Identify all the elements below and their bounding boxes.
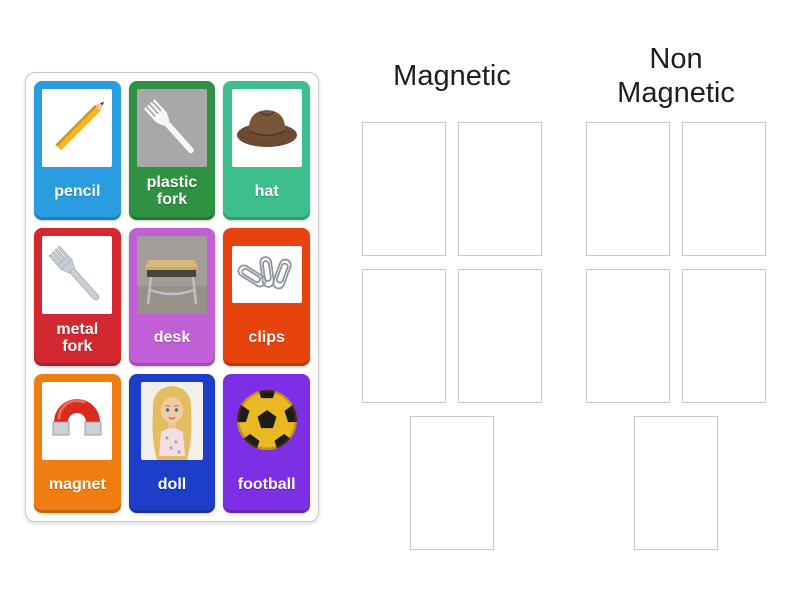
drop-slot[interactable] [634, 416, 718, 550]
card-figure [231, 236, 302, 314]
football-photo [232, 382, 302, 460]
drop-slot[interactable] [458, 269, 542, 403]
slot-grid [586, 122, 766, 550]
card-figure [231, 382, 302, 460]
card-label: desk [153, 329, 191, 347]
card-clips[interactable]: clips [223, 227, 310, 367]
doll-photo [140, 382, 203, 461]
card-figure [42, 235, 113, 314]
hat-photo [231, 89, 302, 167]
card-label: plastic fork [146, 174, 198, 209]
card-tray: pencil [25, 72, 319, 522]
drop-slot[interactable] [682, 269, 766, 403]
group-title-non-magnetic: Non Magnetic [617, 43, 735, 109]
slot-grid [362, 122, 542, 550]
card-figure [136, 235, 208, 314]
card-figure [137, 382, 208, 461]
card-label: clips [248, 329, 285, 347]
drop-slot[interactable] [362, 269, 446, 403]
card-figure [136, 89, 208, 167]
drop-slot[interactable] [586, 122, 670, 256]
card-desk[interactable]: desk [128, 227, 216, 367]
card-magnet[interactable]: magnet [34, 374, 121, 513]
group-non-magnetic: Non Magnetic [586, 0, 766, 560]
card-label: doll [157, 476, 187, 494]
card-label: metal fork [56, 320, 99, 355]
card-label: football [237, 476, 296, 494]
card-figure [231, 89, 302, 167]
card-plastic-fork[interactable]: plastic fork [128, 81, 216, 220]
card-figure [42, 382, 113, 461]
metal-fork-photo [42, 235, 113, 314]
card-hat[interactable]: hat [223, 81, 310, 220]
card-football[interactable]: football [223, 374, 310, 513]
magnet-photo [42, 382, 113, 461]
card-figure [42, 89, 113, 167]
clips-photo [231, 246, 302, 304]
card-label: pencil [54, 182, 101, 200]
drop-slot[interactable] [682, 122, 766, 256]
card-doll[interactable]: doll [128, 374, 216, 513]
card-label: magnet [48, 476, 106, 494]
card-pencil[interactable]: pencil [34, 81, 121, 220]
drop-slot[interactable] [586, 269, 670, 403]
card-metal-fork[interactable]: metal fork [34, 227, 121, 367]
drop-slot[interactable] [410, 416, 494, 550]
desk-photo [136, 235, 207, 314]
pencil-photo [42, 89, 113, 167]
card-label: hat [254, 182, 279, 200]
plastic-fork-photo [136, 89, 207, 167]
group-magnetic: Magnetic [362, 0, 542, 560]
group-title-magnetic: Magnetic [393, 60, 511, 92]
drop-slot[interactable] [458, 122, 542, 256]
drop-slot[interactable] [362, 122, 446, 256]
